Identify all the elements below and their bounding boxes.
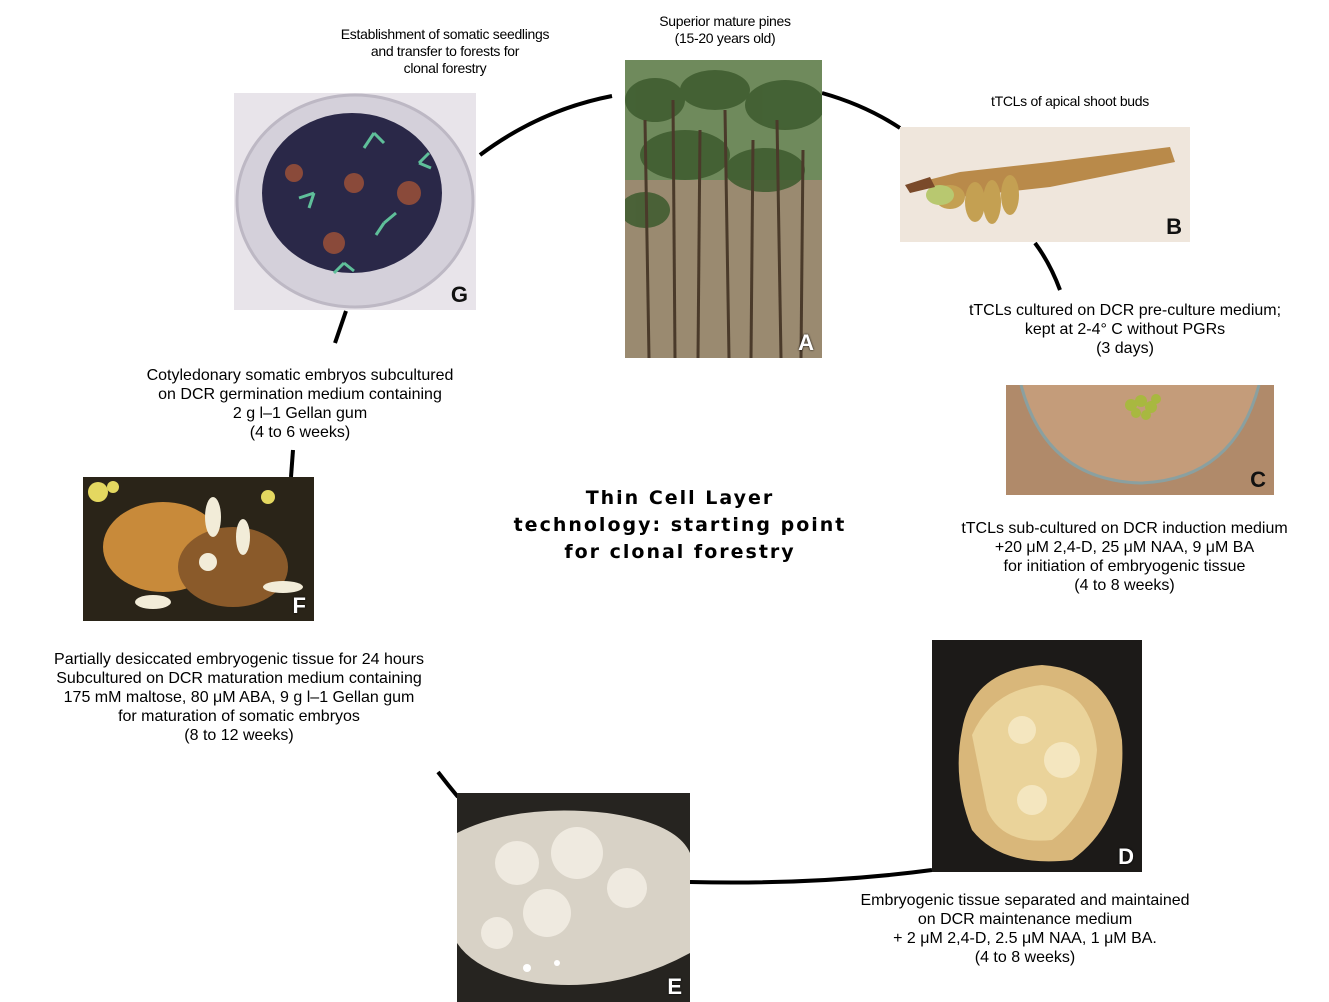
- caption-line: Cotyledonary somatic embryos subcultured: [100, 366, 500, 385]
- caption-line: + 2 μM 2,4-D, 2.5 μM NAA, 1 μM BA.: [800, 929, 1250, 948]
- caption-line: tTCLs cultured on DCR pre-culture medium…: [930, 301, 1320, 320]
- somatic-embryos-image: [83, 477, 314, 621]
- title-line: for clonal forestry: [500, 539, 860, 566]
- caption-line: kept at 2-4° C without PGRs: [930, 320, 1320, 339]
- caption-line: on DCR maintenance medium: [800, 910, 1250, 929]
- caption-g: Establishment of somatic seedlings and t…: [295, 26, 595, 77]
- caption-line: 2 g l–1 Gellan gum: [100, 404, 500, 423]
- caption-line: +20 μM 2,4-D, 25 μM NAA, 9 μM BA: [920, 538, 1329, 557]
- petri-dish-tcl-image: [1006, 385, 1274, 495]
- caption-b: tTCLs of apical shoot buds: [955, 93, 1185, 110]
- panel-label-g: G: [451, 284, 468, 306]
- caption-line: (4 to 8 weeks): [800, 948, 1250, 967]
- photo-panel-e: E: [457, 793, 690, 1002]
- title-line: Thin Cell Layer: [500, 485, 860, 512]
- panel-label-d: D: [1118, 846, 1134, 868]
- caption-line: tTCLs sub-cultured on DCR induction medi…: [920, 519, 1329, 538]
- caption-d: Embryogenic tissue separated and maintai…: [800, 891, 1250, 967]
- arc-e-to-f: [438, 772, 458, 797]
- panel-label-a: A: [798, 332, 814, 354]
- caption-line: tTCLs of apical shoot buds: [955, 93, 1185, 110]
- caption-line: (3 days): [930, 339, 1320, 358]
- arc-g-link: [335, 311, 346, 343]
- diagram-title: Thin Cell Layer technology: starting poi…: [500, 485, 860, 566]
- caption-line: 175 mM maltose, 80 μM ABA, 9 g l–1 Gella…: [0, 688, 478, 707]
- caption-b-culture: tTCLs cultured on DCR pre-culture medium…: [930, 301, 1320, 358]
- caption-line: (8 to 12 weeks): [0, 726, 478, 745]
- caption-line: (4 to 6 weeks): [100, 423, 500, 442]
- panel-label-b: B: [1166, 216, 1182, 238]
- caption-line: on DCR germination medium containing: [100, 385, 500, 404]
- caption-line: for maturation of somatic embryos: [0, 707, 478, 726]
- panel-label-c: C: [1250, 469, 1266, 491]
- photo-panel-b: B: [900, 127, 1190, 242]
- caption-line: for initiation of embryogenic tissue: [920, 557, 1329, 576]
- maturation-tissue-image: [457, 793, 690, 1002]
- caption-line: Embryogenic tissue separated and maintai…: [800, 891, 1250, 910]
- photo-panel-f: F: [83, 477, 314, 621]
- caption-line: Establishment of somatic seedlings: [295, 26, 595, 43]
- caption-line: (4 to 8 weeks): [920, 576, 1329, 595]
- title-line: technology: starting point: [500, 512, 860, 539]
- caption-line: Subcultured on DCR maturation medium con…: [0, 669, 478, 688]
- seedlings-dish-image: [234, 93, 476, 310]
- shoot-bud-image: [900, 127, 1190, 242]
- arc-a-to-b: [822, 93, 900, 128]
- panel-label-e: E: [667, 976, 682, 998]
- caption-line: Partially desiccated embryogenic tissue …: [0, 650, 478, 669]
- caption-e: Partially desiccated embryogenic tissue …: [0, 650, 478, 745]
- arc-f-to-g: [291, 450, 293, 477]
- arc-g-to-a: [480, 96, 612, 155]
- photo-panel-a: A: [625, 60, 822, 358]
- photo-panel-d: D: [932, 640, 1142, 872]
- photo-panel-g: G: [234, 93, 476, 310]
- photo-panel-c: C: [1006, 385, 1274, 495]
- caption-line: Superior mature pines: [620, 13, 830, 30]
- caption-f: Cotyledonary somatic embryos subcultured…: [100, 366, 500, 442]
- caption-a: Superior mature pines (15-20 years old): [620, 13, 830, 47]
- embryogenic-tissue-image: [932, 640, 1142, 872]
- panel-label-f: F: [293, 595, 306, 617]
- caption-line: (15-20 years old): [620, 30, 830, 47]
- arc-b-to-c: [1035, 243, 1060, 290]
- arc-d-to-e: [690, 870, 932, 883]
- caption-c: tTCLs sub-cultured on DCR induction medi…: [920, 519, 1329, 595]
- caption-line: clonal forestry: [295, 60, 595, 77]
- pine-forest-image: [625, 60, 822, 358]
- caption-line: and transfer to forests for: [295, 43, 595, 60]
